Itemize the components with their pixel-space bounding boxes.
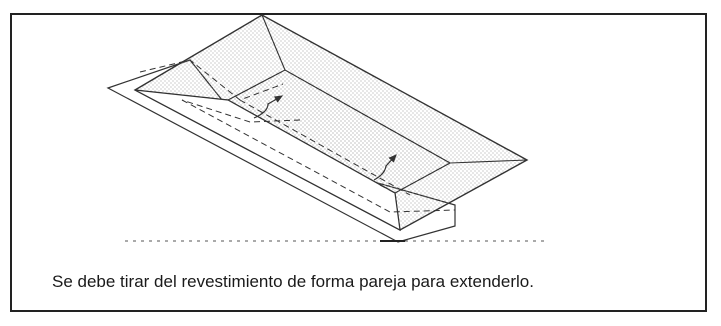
liner-dashed-edges	[139, 59, 456, 213]
trench-liner-illustration	[106, 14, 545, 243]
liner-near-slope	[134, 89, 401, 232]
figure-caption: Se debe tirar del revestimiento de forma…	[52, 272, 534, 291]
pull-arrows	[253, 95, 397, 181]
